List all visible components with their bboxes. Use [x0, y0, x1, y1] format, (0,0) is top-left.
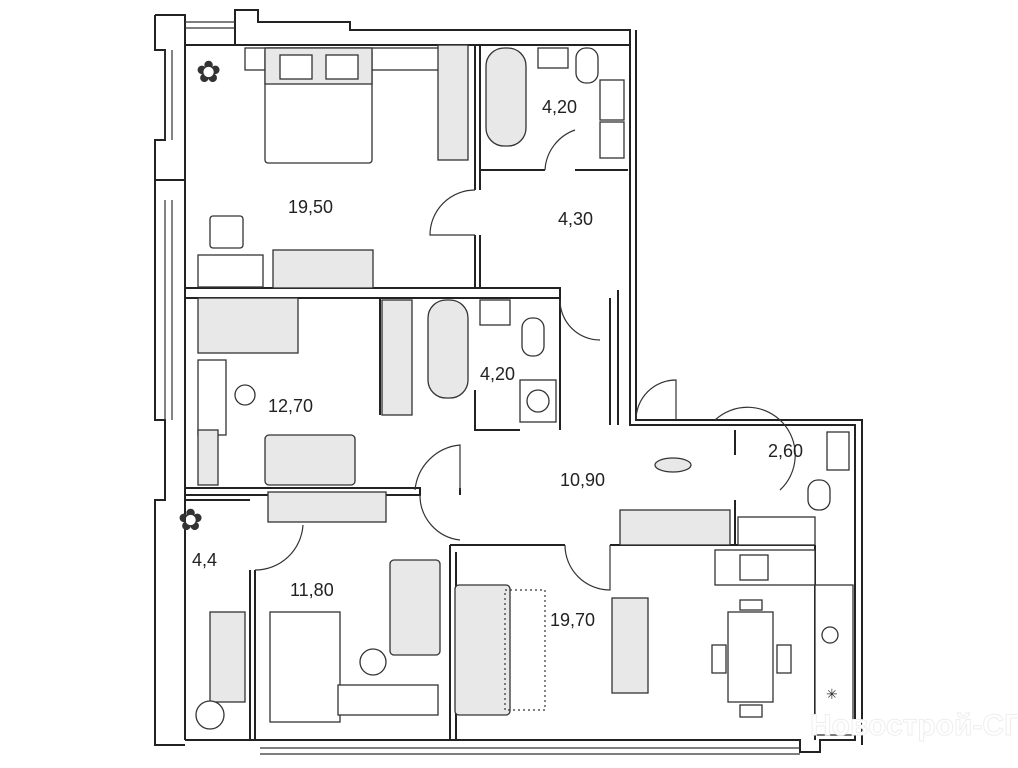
- stool: [209, 215, 244, 249]
- area-bedroom-1: 19,50: [288, 197, 333, 217]
- area-bedroom-3: 11,80: [290, 580, 334, 600]
- area-wc: 2,60: [768, 441, 803, 461]
- svg-text:✳: ✳: [826, 686, 838, 702]
- wardrobe-3: [267, 491, 387, 523]
- area-hall-1: 4,30: [558, 209, 593, 229]
- sofa-storage: [209, 611, 246, 703]
- doors: [254, 129, 796, 591]
- armchair-sofa: [389, 559, 441, 656]
- toilet: [575, 47, 599, 84]
- shelf: [197, 429, 219, 486]
- sofa-living: [454, 584, 511, 716]
- watermark: Новострой-СПб: [810, 709, 1018, 742]
- wardrobe: [437, 44, 469, 161]
- tv-stand: [272, 249, 374, 289]
- wardrobe-4: [619, 509, 731, 546]
- wardrobe-2: [381, 299, 413, 416]
- bathtub: [485, 47, 527, 147]
- plant-icon: ✿: [196, 56, 221, 89]
- sofa: [264, 434, 356, 486]
- plant-icon: ✿: [178, 504, 203, 537]
- dining-table: [727, 611, 774, 703]
- single-bed: [197, 297, 299, 354]
- furniture: ✳ ✿ ✿: [178, 44, 854, 736]
- tv-unit: [611, 597, 649, 694]
- area-bathroom-2: 4,20: [480, 364, 515, 384]
- desk: [197, 359, 227, 436]
- single-bed-2: [269, 611, 341, 723]
- area-labels: 19,50 4,20 4,30 12,70 4,20 10,90 2,60 4,…: [192, 97, 803, 630]
- area-bathroom-1: 4,20: [542, 97, 577, 117]
- pet: [654, 457, 692, 473]
- area-bedroom-2: 12,70: [268, 396, 313, 416]
- area-living-kitchen: 19,70: [550, 610, 595, 630]
- outer-walls: [154, 9, 863, 755]
- washing-machine: [526, 389, 550, 413]
- area-storage: 4,4: [192, 550, 217, 570]
- desk-2: [337, 684, 439, 716]
- bathtub-2: [427, 299, 469, 399]
- area-corridor: 10,90: [560, 470, 605, 490]
